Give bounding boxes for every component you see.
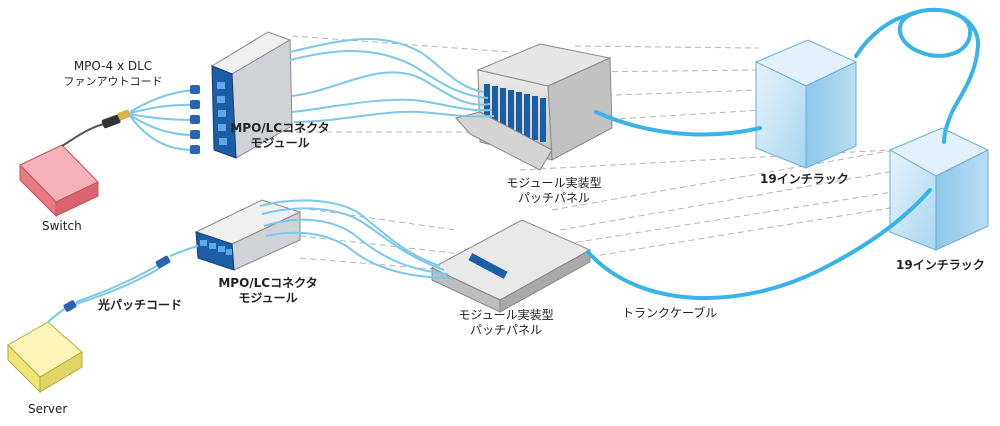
panel-top-label-line2: パッチパネル (517, 191, 590, 205)
patch-panel-top (455, 43, 613, 171)
trunk-cable-label: トランクケーブル (622, 306, 718, 320)
server-device (7, 321, 83, 394)
patch-panel-bottom (430, 219, 592, 313)
fanout-cord-label: MPO-4 x DLC ファンアウトコード (58, 59, 168, 89)
server-label: Server (28, 402, 68, 416)
rack-right (888, 127, 990, 251)
module-top-label: MPO/LCコネクタ モジュール (220, 121, 340, 151)
panel-top-label-line1: モジュール実装型 (506, 176, 602, 190)
panel-bottom-label-line2: パッチパネル (469, 323, 542, 337)
module-bottom-label-line1: MPO/LCコネクタ (218, 276, 318, 290)
rack-left-label: 19インチラック (760, 172, 849, 186)
module-to-panel-cables (259, 37, 495, 279)
module-bottom-label-line2: モジュール (238, 291, 298, 305)
switch-label: Switch (42, 219, 82, 233)
rack-right-label: 19インチラック (896, 258, 985, 272)
fanout-label-line2: ファンアウトコード (63, 75, 163, 88)
dashed-guides (291, 35, 909, 273)
panel-bottom-label: モジュール実装型 パッチパネル (446, 308, 566, 338)
patch-cord-label: 光パッチコード (98, 298, 183, 312)
panel-bottom-label-line1: モジュール実装型 (458, 308, 554, 322)
trunk-cables (586, 7, 981, 301)
module-top-label-line2: モジュール (250, 136, 310, 150)
fanout-label-line1: MPO-4 x DLC (73, 59, 153, 73)
module-bottom-label: MPO/LCコネクタ モジュール (208, 276, 328, 306)
panel-top-label: モジュール実装型 パッチパネル (494, 176, 614, 206)
switch-device (19, 144, 99, 218)
fanout-cord (61, 85, 200, 154)
module-top-label-line1: MPO/LCコネクタ (230, 121, 330, 135)
module-top (210, 31, 293, 159)
patch-cord (47, 245, 199, 323)
rack-left (754, 39, 858, 169)
